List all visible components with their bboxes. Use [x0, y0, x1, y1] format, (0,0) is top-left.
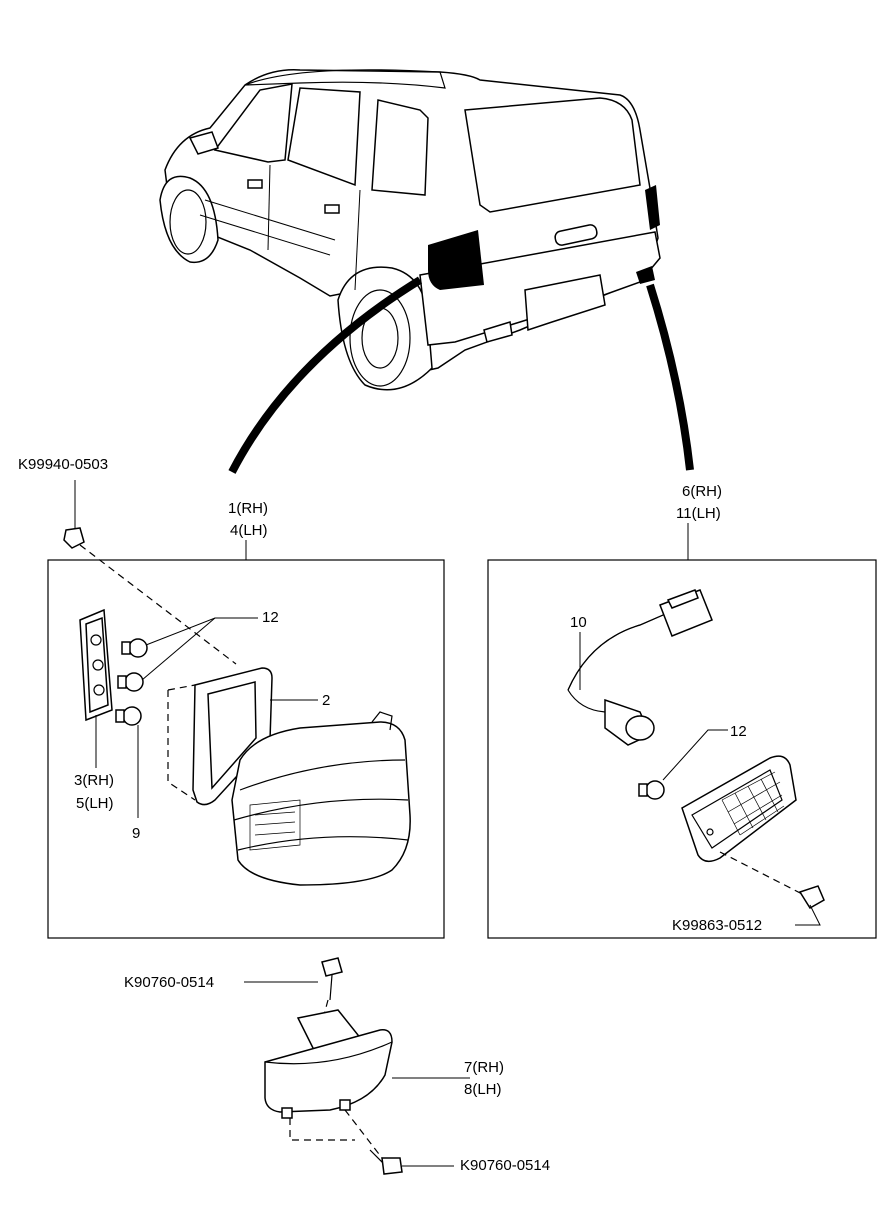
rear-lamp-lens [231, 711, 411, 886]
socket-plate [79, 608, 113, 722]
bulb-icon-right [638, 780, 665, 800]
screw-icon-right [798, 885, 825, 910]
leader-curve-left [228, 276, 423, 474]
lamp-lh-label: 4(LH) [230, 522, 268, 539]
bulb-9-label: 9 [132, 825, 140, 842]
clip-icon [63, 527, 85, 549]
bulb-12-label-right: 12 [730, 723, 747, 740]
side-marker-lh-label: 8(LH) [464, 1081, 502, 1098]
screw-right-part-number: K99863-0512 [672, 917, 762, 934]
leader-curve-right [646, 283, 694, 471]
reflector-rh-label: 6(RH) [682, 483, 722, 500]
screw-bottom-part-number: K90760-0514 [460, 1157, 550, 1174]
reflector-lh-label: 11(LH) [676, 505, 721, 522]
socket-rh-label: 3(RH) [74, 772, 114, 789]
wiring-harness [567, 589, 713, 746]
screw-top-part-number: K90760-0514 [124, 974, 214, 991]
vehicle-illustration [159, 69, 661, 391]
gasket-2-label: 2 [322, 692, 330, 709]
socket-lh-label: 5(LH) [76, 795, 114, 812]
gasket [192, 667, 273, 806]
lamp-rh-label: 1(RH) [228, 500, 268, 517]
side-marker-rh-label: 7(RH) [464, 1059, 504, 1076]
screw-icon-bottom [369, 1149, 403, 1175]
screw-icon-top [321, 957, 343, 1001]
side-marker-lamp [264, 1009, 393, 1119]
bulb-icon-middle [117, 672, 144, 692]
clip-part-number: K99940-0503 [18, 456, 108, 473]
bulb-icon-upper [121, 638, 148, 658]
reflector-lamp-box [487, 559, 877, 939]
wiring-10-label: 10 [570, 614, 587, 631]
bulb-12-label-left: 12 [262, 609, 279, 626]
reflector-lens [681, 755, 797, 863]
bulb-icon-lower [115, 706, 142, 726]
rear-combination-lamp-box [47, 559, 445, 939]
